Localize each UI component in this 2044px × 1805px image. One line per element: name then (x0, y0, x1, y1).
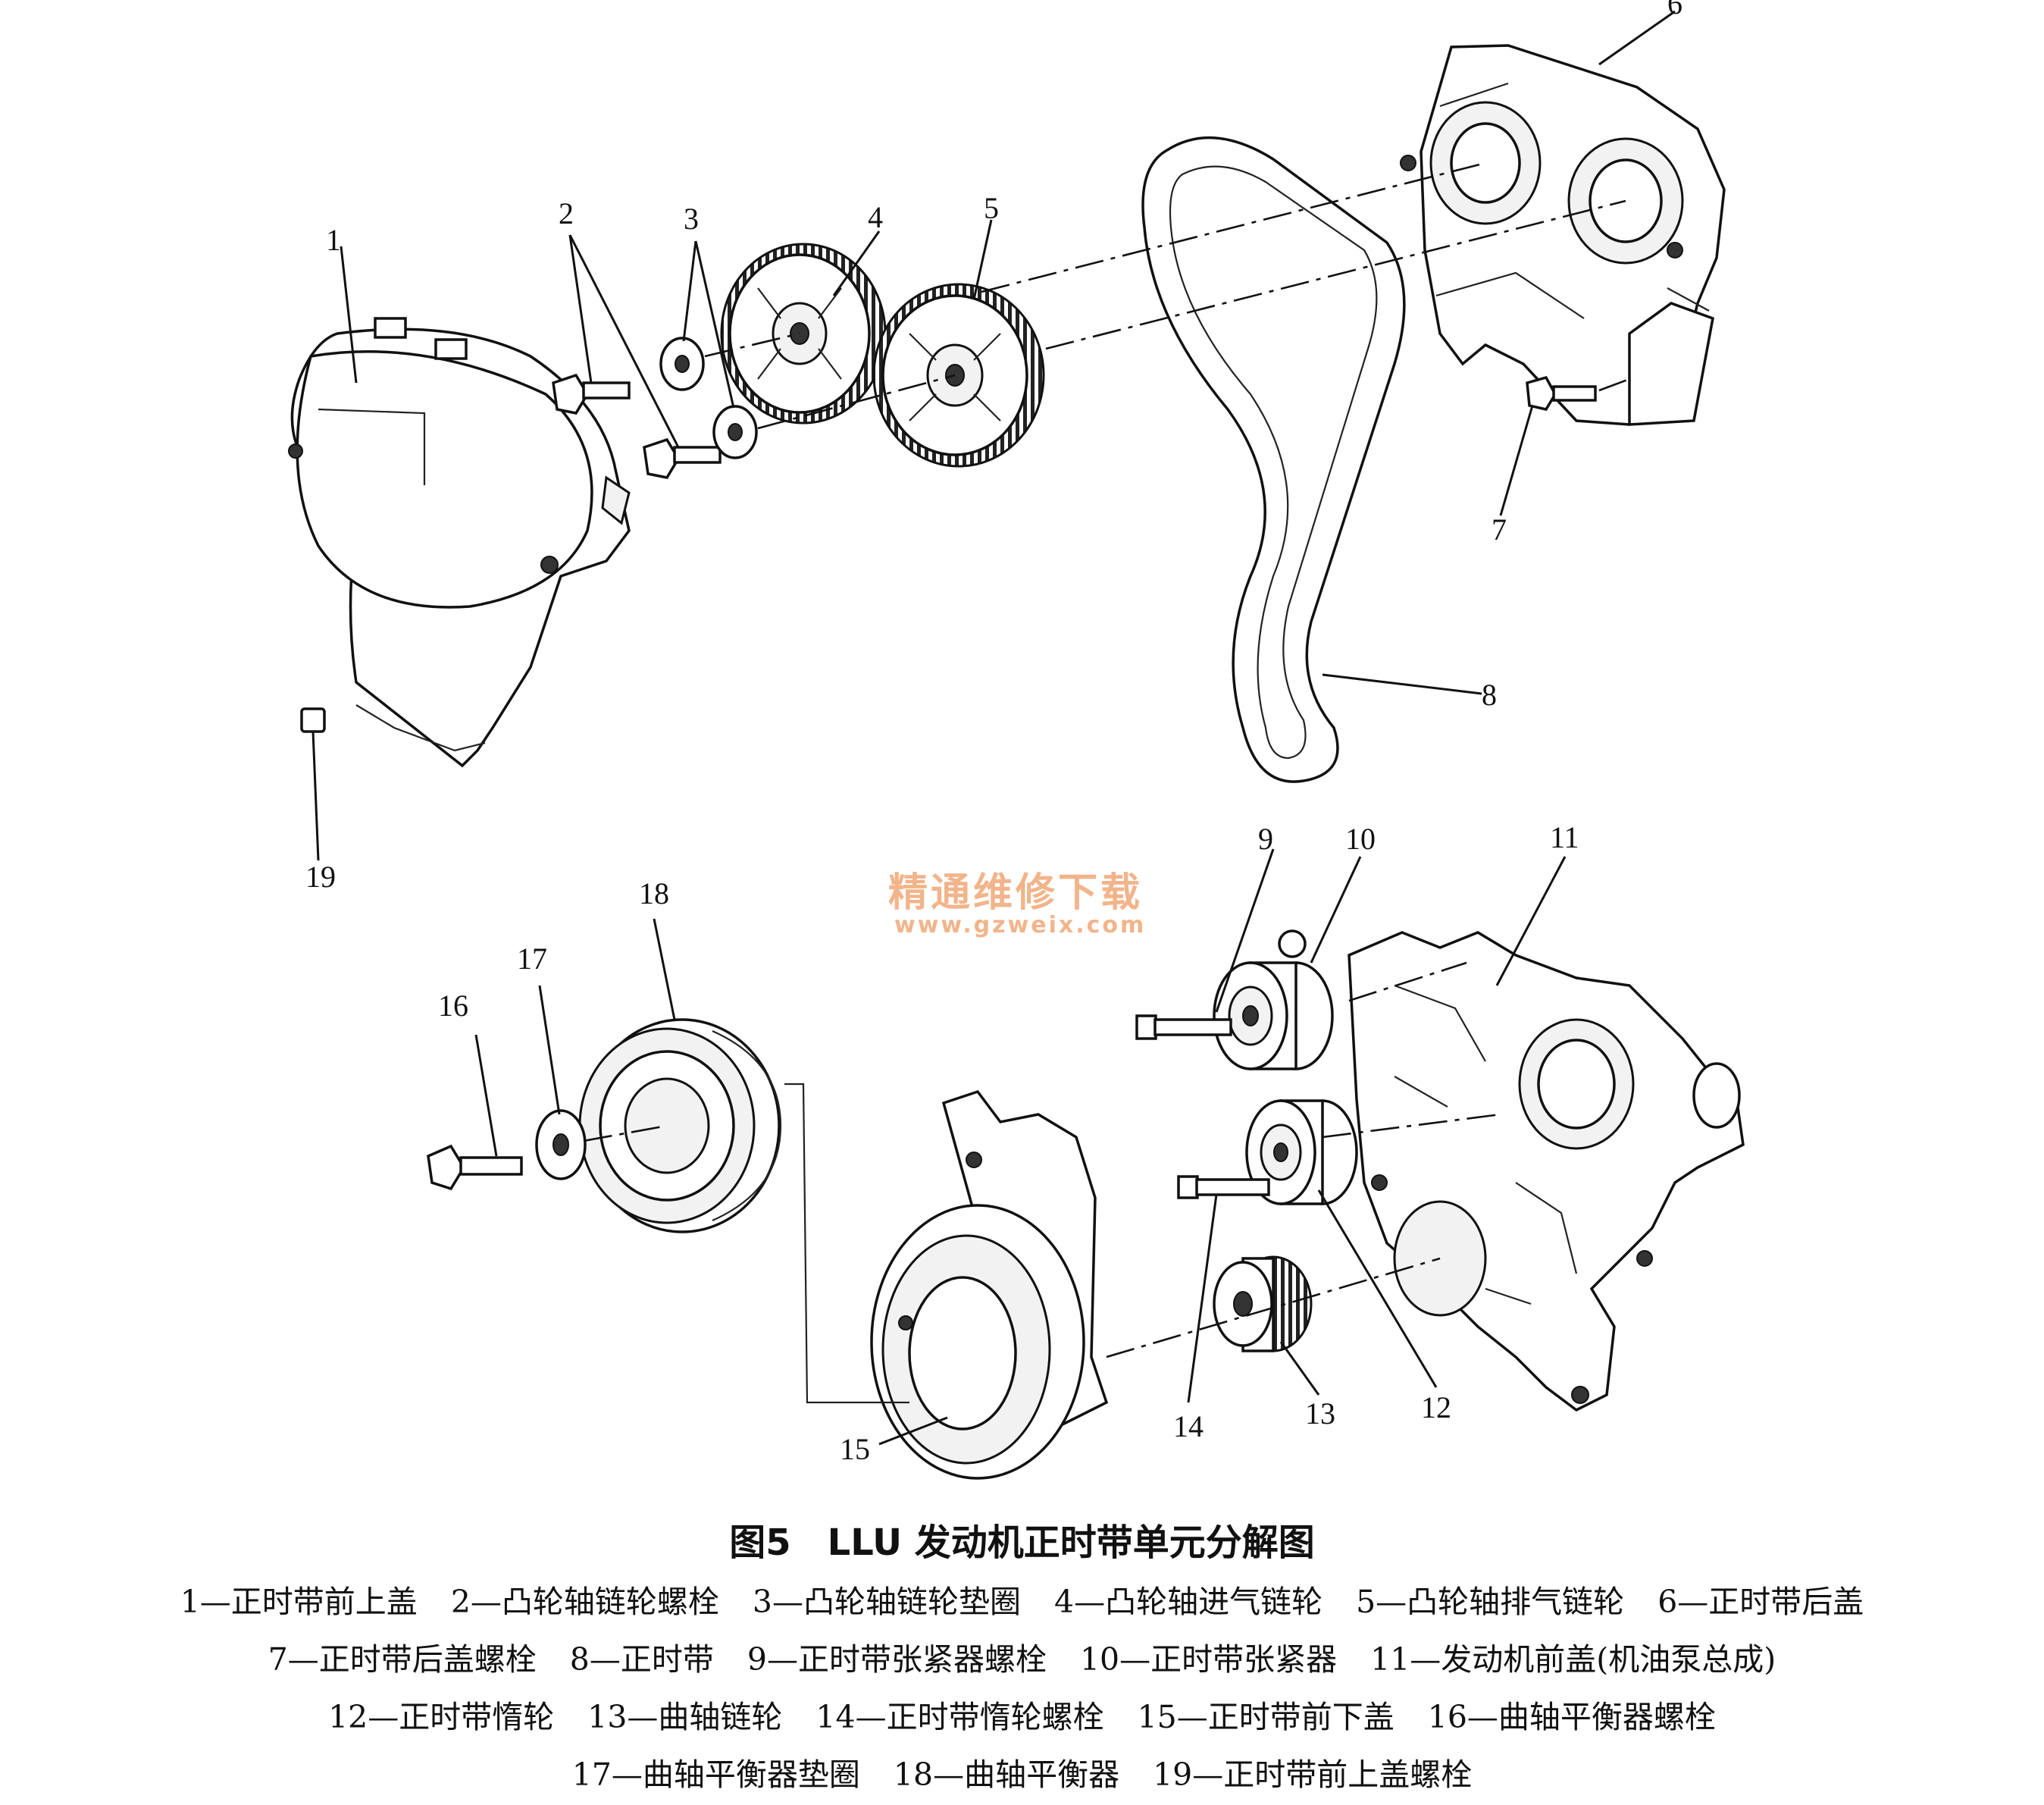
rear-timing-cover (1400, 44, 1726, 426)
crankshaft-balancer-bolt (427, 1144, 523, 1191)
legend-entry: 17—曲轴平衡器垫圈 (571, 1756, 860, 1793)
timing-belt-tensioner (1213, 929, 1334, 1070)
camshaft-intake-sprocket (720, 243, 887, 425)
idler-bolt (1177, 1175, 1270, 1199)
legend-entry: 3—凸轮轴链轮垫圈 (752, 1584, 1021, 1620)
exploded-view-diagram: 1 2 3 4 5 6 7 8 9 10 11 12 13 14 15 16 1… (288, 0, 1745, 1480)
timing-belt-idler (1245, 1099, 1358, 1205)
legend-entry: 10—正时带张紧器 (1079, 1641, 1338, 1678)
watermark-url: www.gzweix.com (894, 912, 1146, 939)
engine-front-cover (1348, 931, 1745, 1412)
timing-belt (1141, 136, 1406, 783)
camshaft-exhaust-sprocket (872, 283, 1045, 468)
label-16: 16 (438, 989, 468, 1023)
tensioner-bolt (1135, 1014, 1232, 1040)
crankshaft-balancer (578, 1018, 782, 1233)
watermark: 精通维修下载 www.gzweix.com (888, 870, 1146, 939)
label-14: 14 (1173, 1409, 1204, 1443)
legend-line: 12—正时带惰轮 13—曲轴链轮 14—正时带惰轮螺栓 15—正时带前下盖 16—曲轴平… (0, 1688, 2044, 1746)
legend-line: 1—正时带前上盖 2—凸轮轴链轮螺栓 3—凸轮轴链轮垫圈 4—凸轮轴进气链轮 5—凸轮轴… (0, 1573, 2044, 1631)
legend-line: 17—曲轴平衡器垫圈 18—曲轴平衡器 19—正时带前上盖螺栓 (0, 1746, 2044, 1803)
legend-entry: 6—正时带后盖 (1657, 1584, 1864, 1620)
label-15: 15 (840, 1432, 870, 1466)
front-lower-cover (870, 1089, 1109, 1480)
label-6: 6 (1667, 0, 1682, 20)
label-5: 5 (984, 191, 999, 225)
legend-entry: 15—正时带前下盖 (1137, 1699, 1394, 1735)
label-3: 3 (684, 202, 699, 236)
legend-entry: 14—正时带惰轮螺栓 (815, 1699, 1104, 1735)
rear-cover-bolt (1526, 375, 1597, 411)
front-upper-cover-bolt (300, 707, 326, 861)
part-number-labels: 1 2 3 4 5 6 7 8 9 10 11 12 13 14 15 16 1… (305, 0, 1682, 1466)
legend-entry: 1—正时带前上盖 (180, 1584, 418, 1620)
legend-entry: 9—正时带张紧器螺栓 (747, 1641, 1047, 1678)
legend-entry: 2—凸轮轴链轮螺栓 (450, 1584, 719, 1620)
front-upper-cover (288, 317, 631, 768)
label-18: 18 (639, 876, 669, 910)
label-10: 10 (1345, 822, 1376, 856)
label-13: 13 (1305, 1396, 1335, 1431)
watermark-name: 精通维修下载 (888, 870, 1143, 916)
label-2: 2 (559, 196, 574, 230)
camshaft-sprocket-washers (659, 337, 758, 459)
legend-entry: 5—凸轮轴排气链轮 (1356, 1584, 1625, 1620)
crankshaft-sprocket (1213, 1255, 1313, 1352)
legend-entry: 4—凸轮轴进气链轮 (1054, 1584, 1323, 1620)
label-19: 19 (305, 860, 336, 894)
label-4: 4 (868, 200, 883, 234)
legend-entry: 13—曲轴链轮 (587, 1699, 783, 1735)
legend-entry: 16—曲轴平衡器螺栓 (1427, 1699, 1716, 1735)
label-1: 1 (326, 223, 341, 257)
leader-lines (340, 10, 1676, 1446)
crankshaft-balancer-washer (535, 1109, 587, 1180)
legend-entry: 8—正时带 (569, 1641, 714, 1678)
figure-caption: 图5 LLU 发动机正时带单元分解图 (729, 1521, 1315, 1564)
label-8: 8 (1482, 678, 1497, 712)
camshaft-sprocket-bolts (552, 373, 722, 479)
legend-entry: 19—正时带前上盖螺栓 (1153, 1756, 1473, 1793)
legend-entry: 12—正时带惰轮 (328, 1699, 555, 1735)
legend-entry: 7—正时带后盖螺栓 (268, 1641, 537, 1678)
label-12: 12 (1421, 1390, 1451, 1424)
label-9: 9 (1258, 822, 1273, 856)
legend-entry: 18—曲轴平衡器 (893, 1756, 1120, 1793)
legend-line: 7—正时带后盖螺栓 8—正时带 9—正时带张紧器螺栓 10—正时带张紧器 11—发动机前… (0, 1631, 2044, 1688)
label-7: 7 (1492, 512, 1507, 547)
legend-entry: 11—发动机前盖(机油泵总成) (1370, 1641, 1776, 1678)
label-11: 11 (1550, 820, 1579, 854)
parts-legend: 1—正时带前上盖 2—凸轮轴链轮螺栓 3—凸轮轴链轮垫圈 4—凸轮轴进气链轮 5—凸轮轴… (0, 1573, 2044, 1803)
label-17: 17 (517, 942, 547, 976)
